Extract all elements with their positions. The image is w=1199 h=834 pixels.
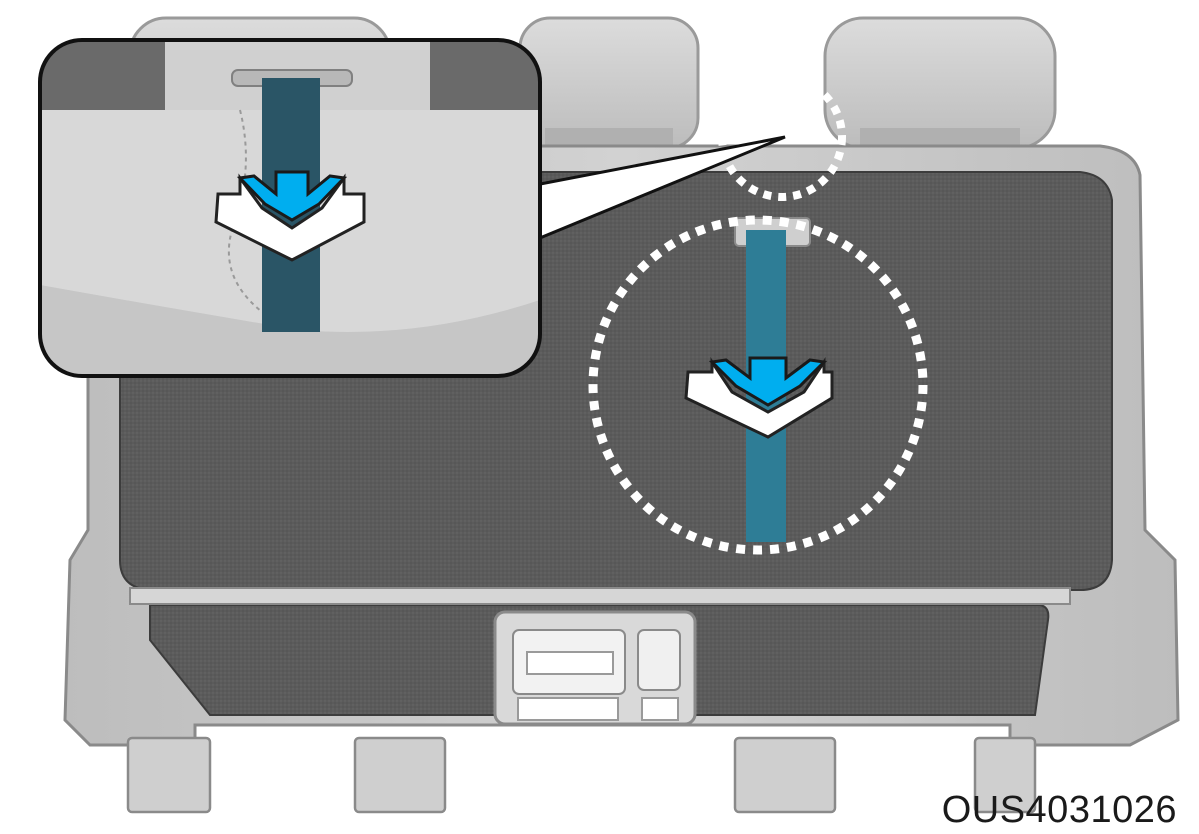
down-arrow-icon	[684, 356, 834, 439]
headrest-right	[823, 16, 1057, 150]
figure-code: OUS4031026	[941, 789, 1177, 831]
panel-divider	[129, 587, 1071, 605]
seat-recline-switch	[637, 629, 681, 721]
seat-legs	[126, 736, 1037, 814]
highlight-circle-small	[718, 73, 846, 201]
inset-detail	[38, 38, 542, 378]
headrest-center	[518, 16, 700, 150]
highlight-circle-large	[588, 215, 928, 555]
